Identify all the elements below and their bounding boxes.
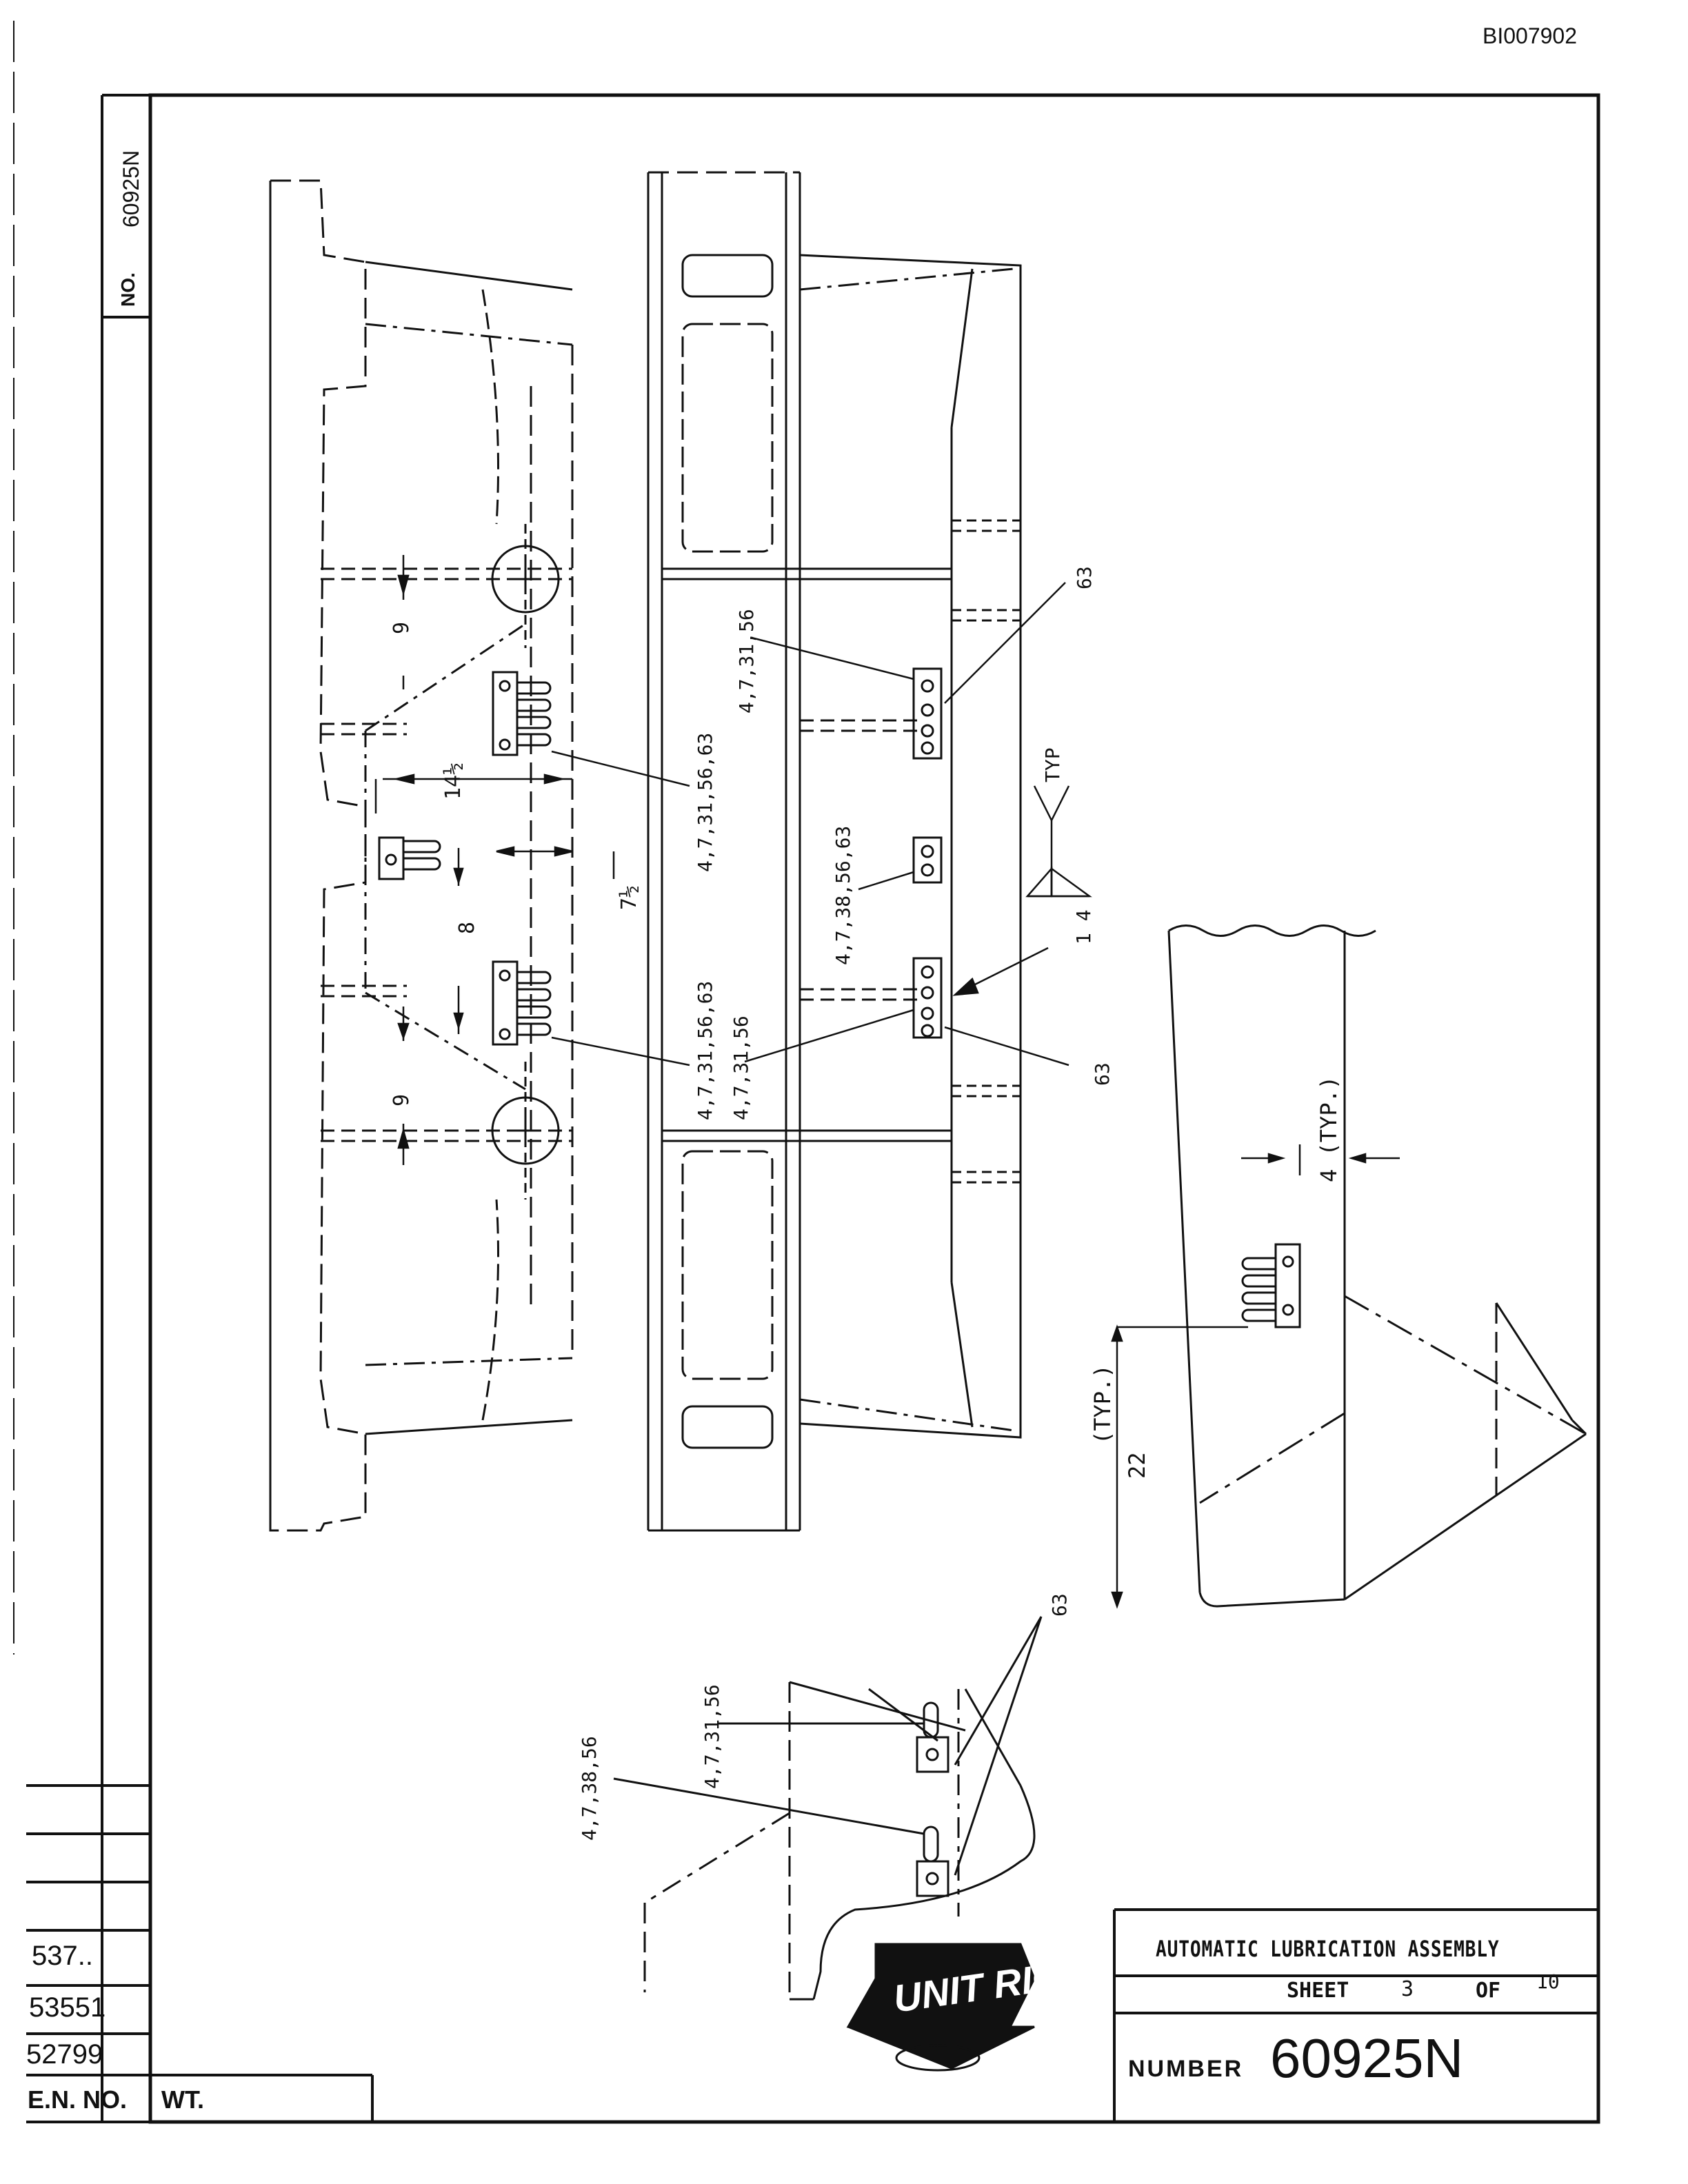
sheet-number: 3 bbox=[1401, 1977, 1414, 2001]
section-lube-block bbox=[1241, 1243, 1301, 1328]
dimension-label: 22 bbox=[1124, 1452, 1150, 1479]
revision-row: 537.. bbox=[32, 1941, 93, 1971]
callout-label: TYP bbox=[1041, 747, 1064, 782]
callout-label: 4,7,38,56,63 bbox=[832, 825, 854, 965]
eno-label: E.N. NO. bbox=[28, 2085, 128, 2114]
number-label: NUMBER bbox=[1128, 2056, 1244, 2082]
lube-block-upper bbox=[492, 671, 552, 756]
title-block-lines bbox=[1113, 1908, 1598, 2122]
lube-block-rail-2 bbox=[912, 836, 943, 884]
lube-block-rail-3 bbox=[912, 957, 943, 1039]
detail-view bbox=[613, 1616, 1043, 2001]
lube-block-mid bbox=[378, 836, 441, 880]
callout-label: 4,7,31,56,63 bbox=[694, 980, 716, 1120]
drawing-title: AUTOMATIC LUBRICATION ASSEMBLY bbox=[1156, 1936, 1500, 1962]
sidebar-no-label: NO. bbox=[117, 272, 139, 307]
document-id: BI007902 bbox=[1483, 23, 1578, 48]
leader-lines bbox=[551, 582, 1069, 1066]
revision-block-lines bbox=[26, 1784, 374, 2123]
callout-label: 4,7,31,56 bbox=[701, 1684, 723, 1789]
callout-label: 63 bbox=[1073, 566, 1096, 589]
callout-label: 4,7,31,56 bbox=[730, 1015, 752, 1120]
unit-rig-logo bbox=[846, 1943, 1036, 2072]
drawing-number: 60925N bbox=[1270, 2028, 1464, 2089]
callout-label: 4,7,31,56,63 bbox=[694, 732, 716, 872]
dimension-label: 8 bbox=[455, 921, 479, 934]
dimension-label: 7½ bbox=[617, 884, 641, 910]
lube-block-rail-1 bbox=[912, 667, 943, 760]
total-sheets: 10 bbox=[1536, 1970, 1560, 1993]
callout-label: 63 bbox=[1091, 1062, 1114, 1086]
dimension-label: 9 bbox=[390, 621, 414, 634]
lube-block-lower bbox=[492, 960, 552, 1046]
revision-row: 52799 bbox=[26, 2039, 103, 2070]
callout-label: 63 bbox=[1048, 1593, 1071, 1617]
weld-symbol bbox=[1025, 785, 1092, 898]
dimension-lines bbox=[374, 555, 615, 1165]
dimension-label: 4 (TYP.) bbox=[1316, 1075, 1342, 1182]
wt-label: WT. bbox=[161, 2085, 204, 2114]
dimension-label: 14½ bbox=[441, 762, 465, 800]
section-view bbox=[1167, 924, 1587, 1608]
sheet-label: SHEET bbox=[1287, 1979, 1349, 2003]
dimension-label: 9 bbox=[390, 1093, 414, 1106]
callout-label: 4,7,38,56 bbox=[578, 1736, 601, 1841]
section-dimensions bbox=[1111, 1144, 1400, 1609]
sidebar-number: 60925N bbox=[119, 150, 143, 228]
callout-label: 4,7,31,56 bbox=[735, 609, 758, 714]
drawing-border bbox=[148, 93, 1600, 2124]
revision-row: 53551 bbox=[29, 1992, 106, 2023]
plan-view-frame bbox=[269, 171, 1022, 1532]
dimension-label: (TYP.) bbox=[1089, 1364, 1116, 1444]
of-label: OF bbox=[1476, 1979, 1501, 2003]
callout-label: 1 4 bbox=[1072, 909, 1095, 944]
